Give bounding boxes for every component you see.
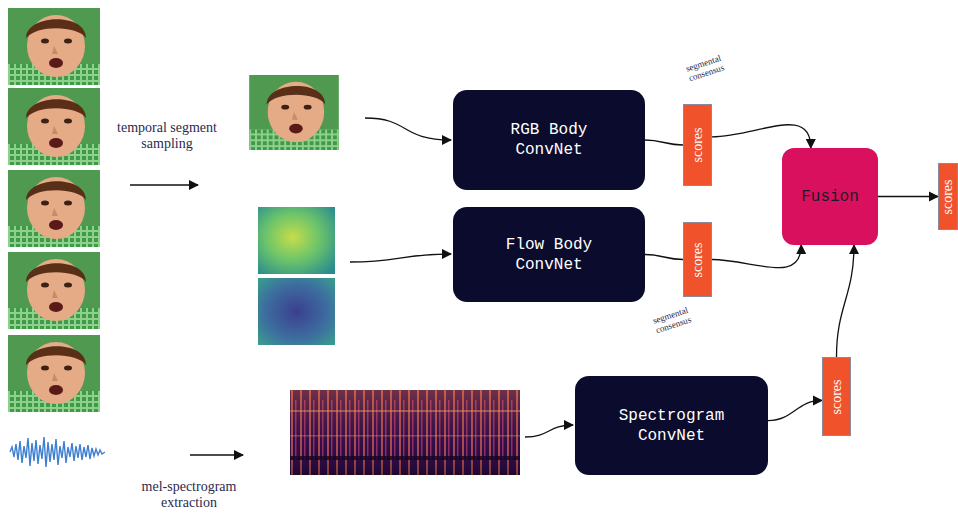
- scores-box: scores: [938, 163, 958, 230]
- connector: [645, 140, 683, 145]
- convnet-box: RGB Body ConvNet: [453, 90, 645, 190]
- scores-label: scores: [941, 179, 955, 214]
- scores-label: scores: [830, 379, 844, 414]
- scores-label: scores: [691, 242, 705, 277]
- connector: [878, 196, 938, 197]
- connector: [712, 245, 801, 268]
- node-label: Spectrogram ConvNet: [610, 406, 734, 446]
- scores-label: scores: [691, 128, 705, 163]
- step-label: mel-spectrogram extraction: [116, 479, 262, 511]
- connector: [837, 245, 855, 357]
- step-label: temporal segment sampling: [106, 120, 228, 152]
- scores-box: scores: [683, 222, 712, 297]
- consensus-label: segmental consensus: [676, 50, 734, 86]
- node-label: RGB Body ConvNet: [487, 120, 611, 160]
- convnet-box: Flow Body ConvNet: [453, 207, 645, 302]
- convnet-box: Spectrogram ConvNet: [575, 376, 768, 475]
- fusion-box: Fusion: [782, 148, 878, 245]
- connector: [768, 400, 822, 420]
- consensus-label: segmental consensus: [643, 302, 701, 338]
- node-label: Fusion: [801, 188, 859, 206]
- connector: [712, 125, 811, 148]
- scores-box: scores: [683, 104, 712, 186]
- node-label: Flow Body ConvNet: [487, 235, 611, 275]
- scores-box: scores: [822, 357, 851, 436]
- connector: [645, 255, 683, 260]
